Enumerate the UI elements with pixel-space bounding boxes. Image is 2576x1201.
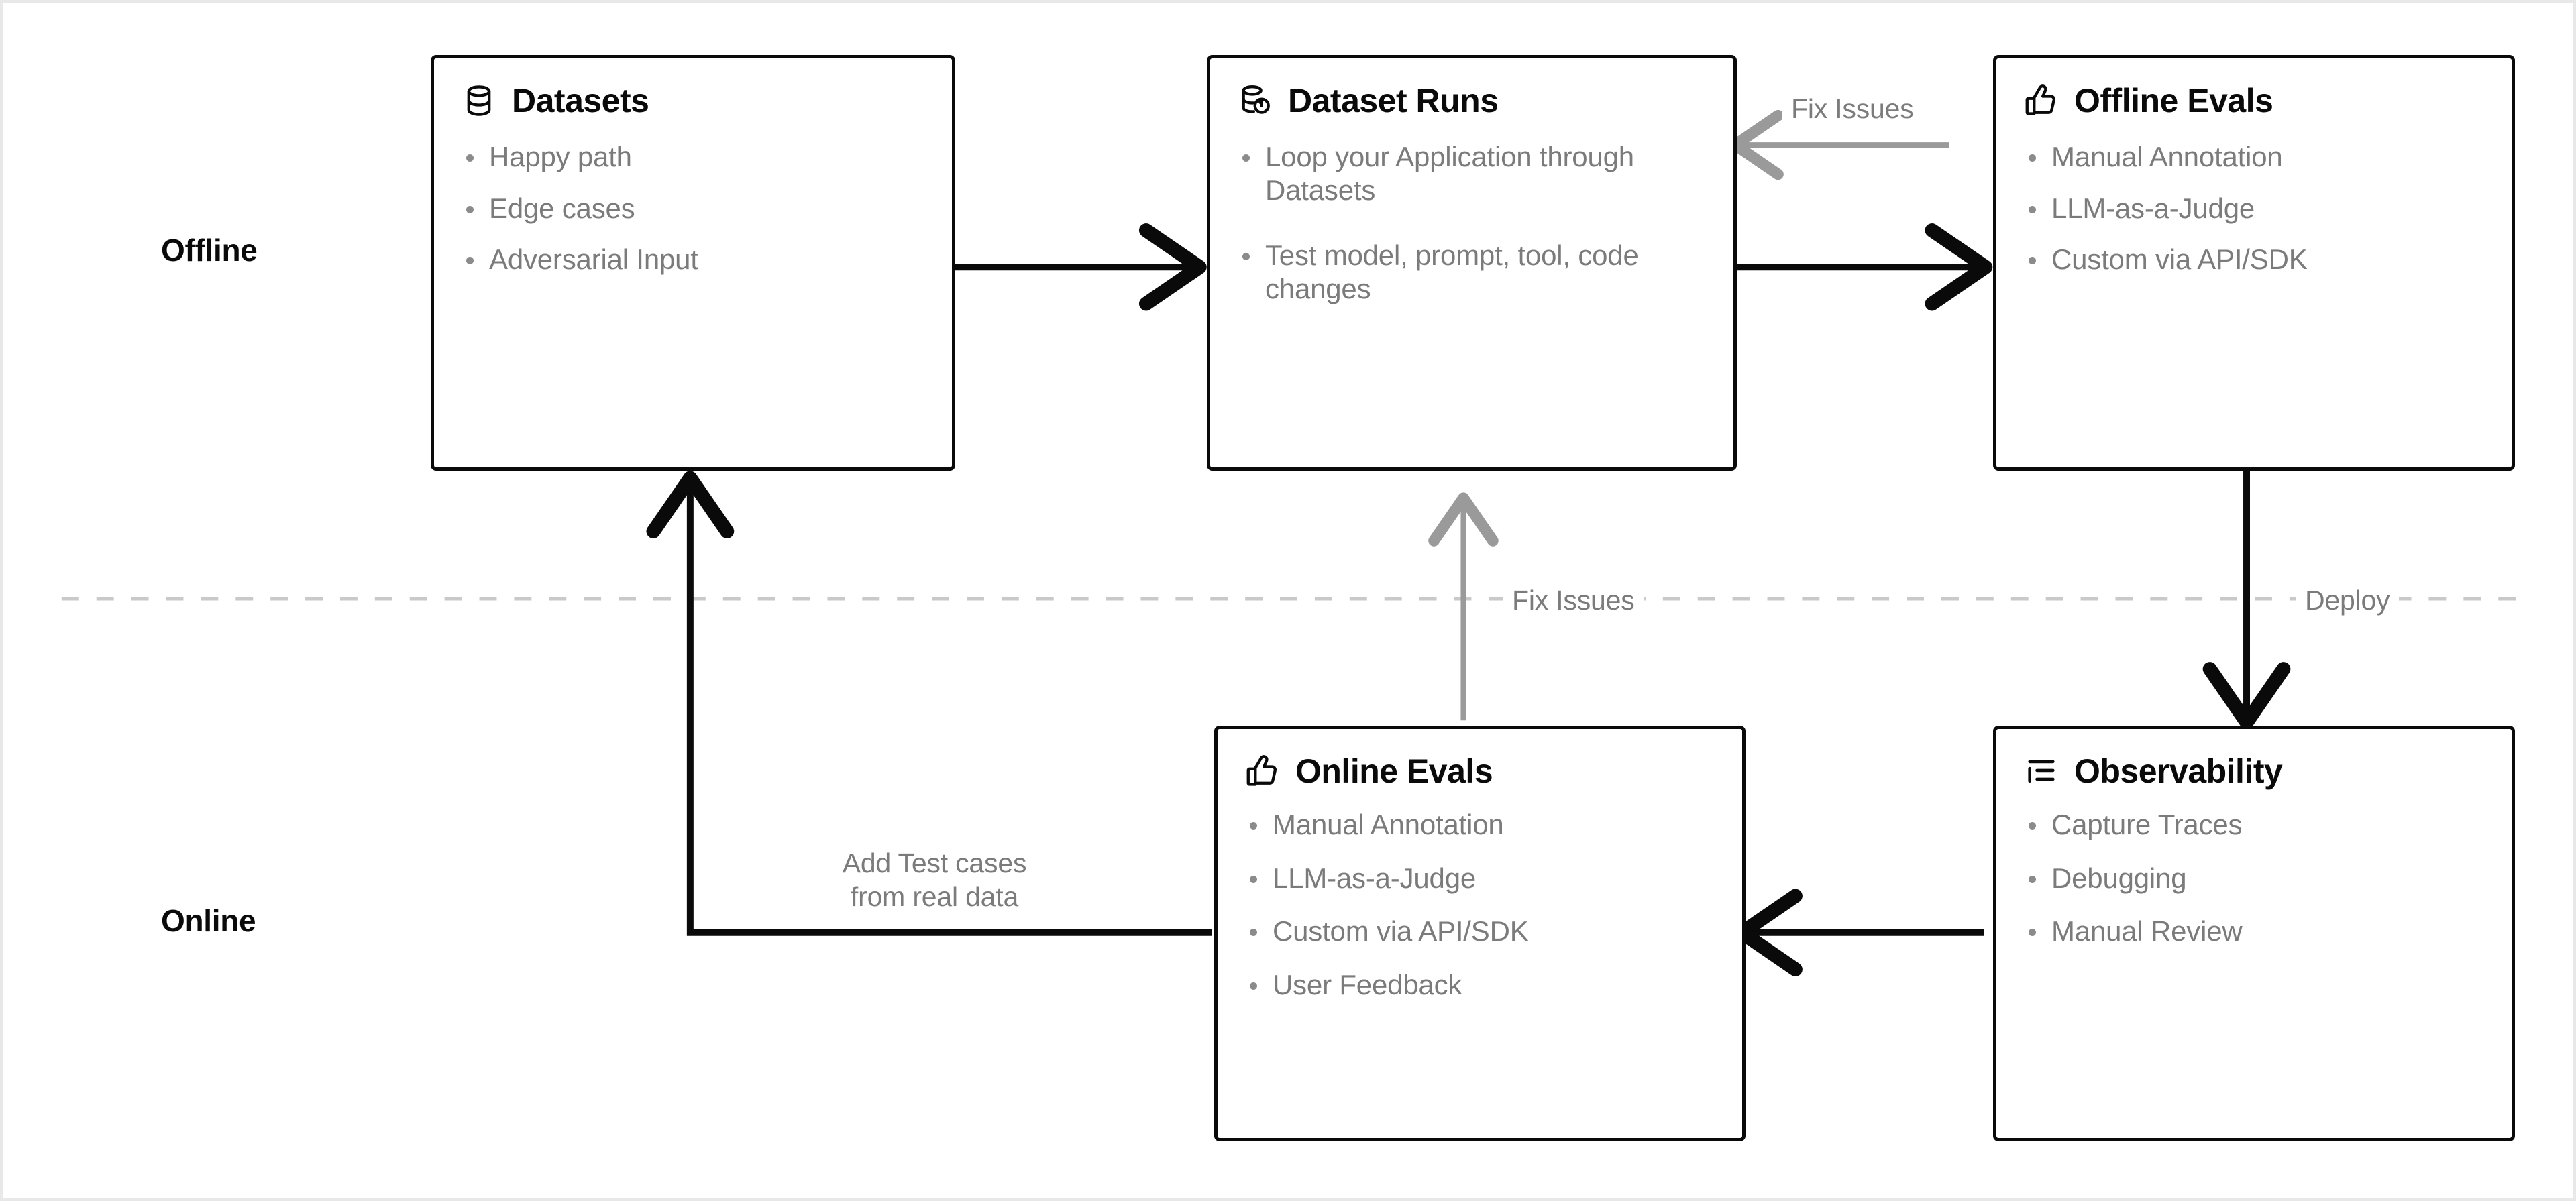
labels-layer: Offline Online Fix Issues Fix Issues Dep… [3, 3, 2573, 1198]
list-item: Manual Review [2023, 915, 2485, 948]
edge-label-fix-issues-top: Fix Issues [1782, 92, 1923, 126]
list-item: Manual Annotation [1244, 808, 1715, 842]
node-online-evals-header: Online Evals [1244, 752, 1715, 791]
node-online-evals-title: Online Evals [1295, 752, 1493, 790]
node-observability[interactable]: Observability Capture Traces Debugging M… [1993, 726, 2515, 1141]
database-refresh-icon [1237, 82, 1273, 119]
list-item: Custom via API/SDK [1244, 915, 1715, 948]
list-item: Happy path [461, 140, 925, 174]
node-dataset-runs-header: Dataset Runs [1237, 81, 1707, 120]
list-indent-icon [2023, 753, 2059, 789]
node-observability-header: Observability [2023, 752, 2485, 791]
thumbs-up-icon [2023, 82, 2059, 119]
node-offline-evals-bullets: Manual Annotation LLM-as-a-Judge Custom … [2023, 140, 2485, 276]
node-offline-evals-title: Offline Evals [2074, 82, 2273, 119]
thumbs-up-icon [1244, 753, 1281, 789]
edge-label-deploy: Deploy [2296, 583, 2400, 618]
list-item: LLM-as-a-Judge [2023, 192, 2485, 225]
node-datasets[interactable]: Datasets Happy path Edge cases Adversari… [431, 55, 955, 471]
node-datasets-title: Datasets [512, 82, 649, 119]
node-observability-bullets: Capture Traces Debugging Manual Review [2023, 808, 2485, 948]
list-item: Adversarial Input [461, 243, 925, 276]
node-datasets-header: Datasets [461, 81, 925, 120]
node-dataset-runs-bullets: Loop your Application through Datasets T… [1237, 140, 1707, 305]
row-label-online: Online [161, 903, 256, 938]
offline-online-divider [61, 597, 2520, 601]
list-item: Capture Traces [2023, 808, 2485, 842]
edge-label-fix-issues-middle: Fix Issues [1503, 583, 1644, 618]
node-offline-evals-header: Offline Evals [2023, 81, 2485, 120]
edge-online-evals-to-datasets [646, 471, 1212, 936]
list-item: Test model, prompt, tool, code changes [1237, 239, 1707, 305]
node-dataset-runs-title: Dataset Runs [1288, 82, 1499, 119]
node-online-evals[interactable]: Online Evals Manual Annotation LLM-as-a-… [1214, 726, 1746, 1141]
node-online-evals-bullets: Manual Annotation LLM-as-a-Judge Custom … [1244, 808, 1715, 1001]
list-item: Custom via API/SDK [2023, 243, 2485, 276]
nodes-layer: Datasets Happy path Edge cases Adversari… [3, 3, 2573, 1198]
list-item: Edge cases [461, 192, 925, 225]
edge-label-add-test-cases-line2: from real data [850, 881, 1019, 913]
list-item: LLM-as-a-Judge [1244, 862, 1715, 895]
list-item: Debugging [2023, 862, 2485, 895]
edge-label-add-test-cases-line1: Add Test cases [842, 848, 1027, 878]
list-item: Manual Annotation [2023, 140, 2485, 174]
node-dataset-runs[interactable]: Dataset Runs Loop your Application throu… [1207, 55, 1737, 471]
edge-label-add-test-cases: Add Test cases from real data [810, 846, 1059, 914]
row-label-offline: Offline [161, 233, 258, 268]
node-datasets-bullets: Happy path Edge cases Adversarial Input [461, 140, 925, 276]
database-icon [461, 82, 497, 119]
edges-layer [646, 109, 2291, 976]
list-item: User Feedback [1244, 968, 1715, 1002]
node-observability-title: Observability [2074, 752, 2283, 790]
node-offline-evals[interactable]: Offline Evals Manual Annotation LLM-as-a… [1993, 55, 2515, 471]
list-item: Loop your Application through Datasets [1237, 140, 1707, 207]
